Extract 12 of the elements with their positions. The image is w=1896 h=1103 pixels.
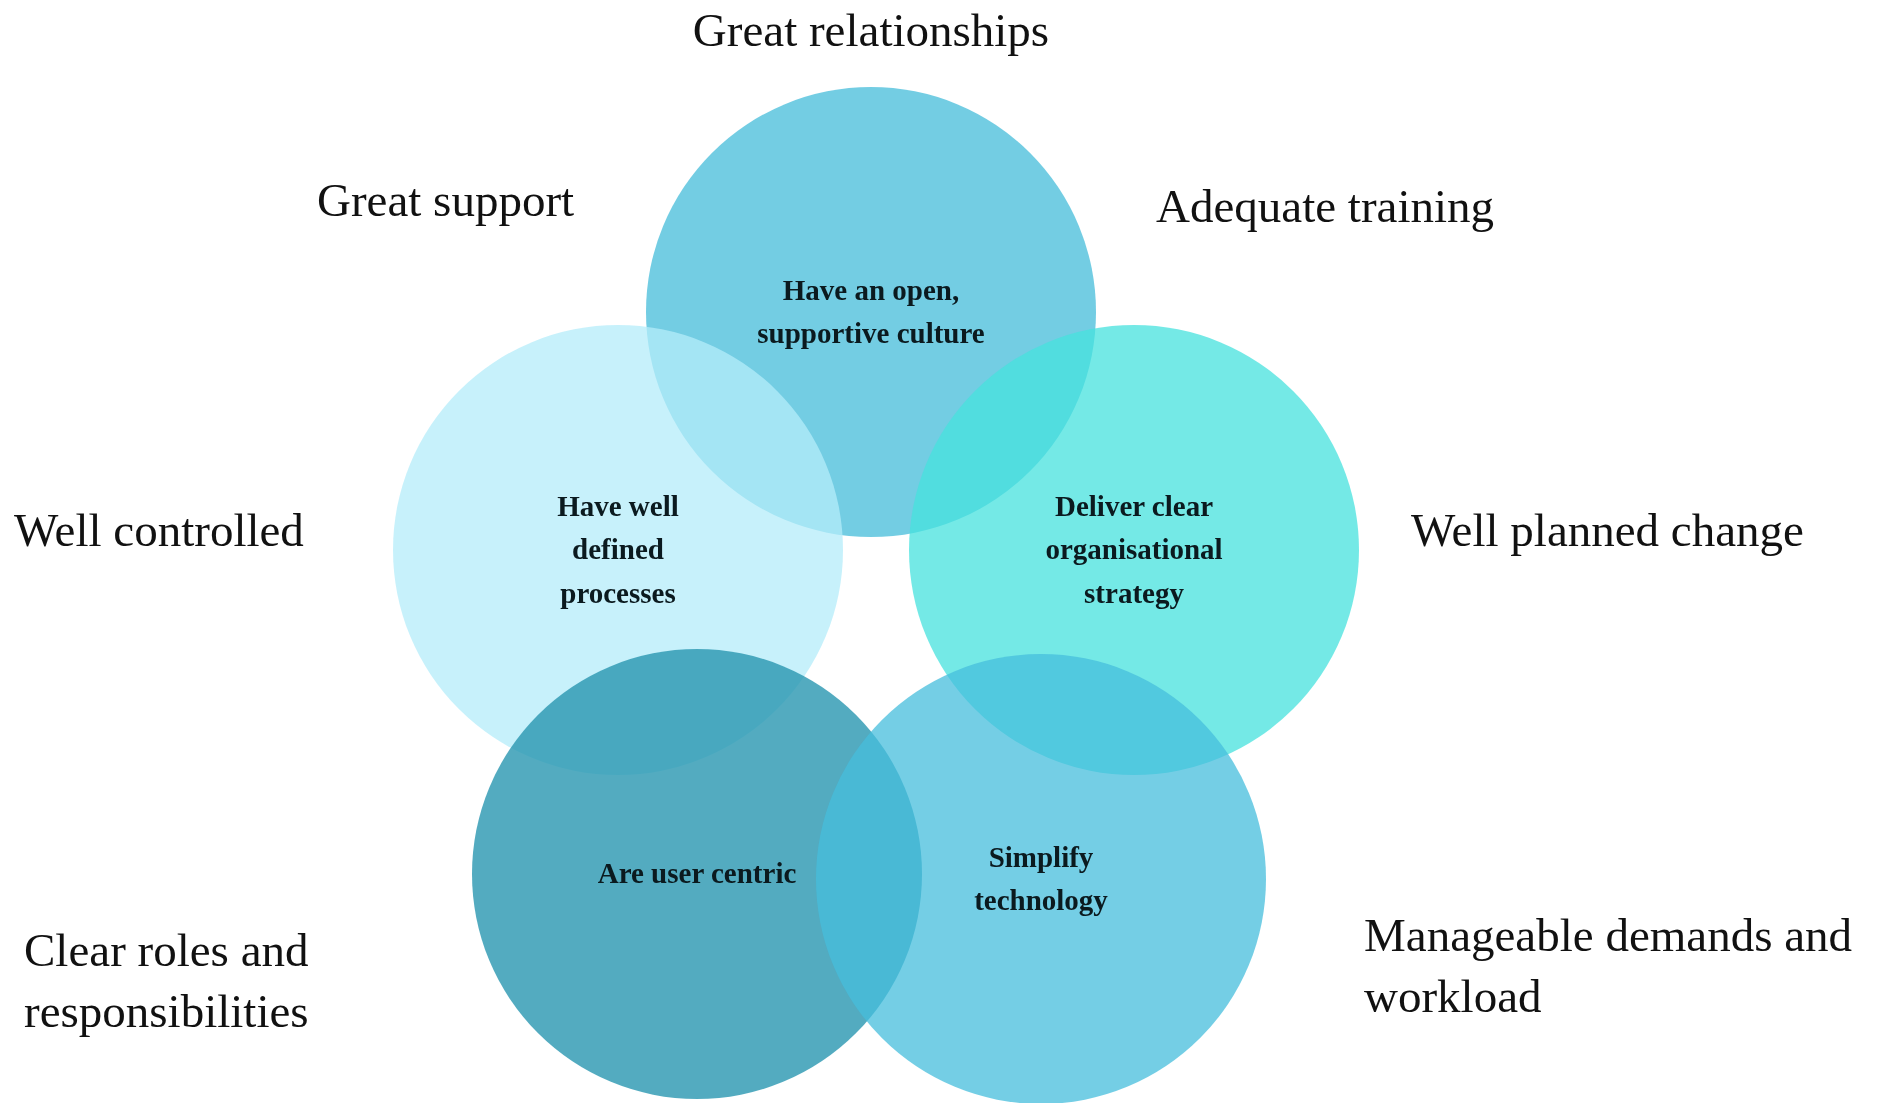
label-text: Well planned change bbox=[1411, 503, 1804, 558]
label-text: Adequate training bbox=[1156, 179, 1495, 234]
label-text: Manageable demands and workload bbox=[1364, 908, 1854, 1025]
circle-text: Simplify technology bbox=[973, 839, 1109, 918]
circle-text: Deliver clear organisational strategy bbox=[1044, 488, 1224, 611]
label-text: Great support bbox=[317, 173, 575, 228]
label-text: Well controlled bbox=[14, 503, 304, 558]
circle-text: Have an open, supportive culture bbox=[756, 272, 986, 351]
circle-text: Have well defined processes bbox=[556, 488, 680, 611]
label-text: Great relationships bbox=[691, 3, 1051, 58]
label-text: Clear roles and responsibilities bbox=[24, 923, 310, 1040]
circle-text: Are user centric bbox=[596, 856, 798, 892]
